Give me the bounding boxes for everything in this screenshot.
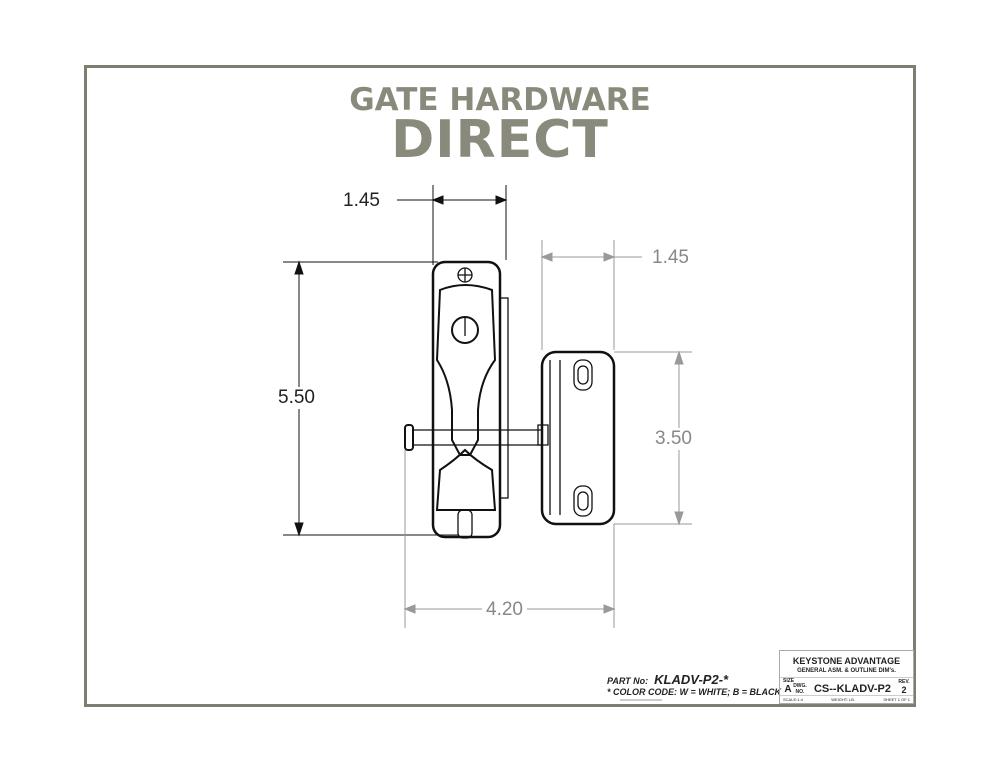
rev: 2 [901,685,907,695]
weight: WEIGHT: LB. [831,697,855,702]
dwg-number: CS--KLADV-P2 [813,683,891,695]
dim-bottom-width: 4.20 [482,599,527,621]
title-block: KEYSTONE ADVANTAGE GENERAL ASM. & OUTLIN… [779,650,914,704]
dwg-label: DWG. NO. [793,683,807,695]
logo-line1: GATE HARDWARE [349,82,651,118]
dimension-lines-black [283,185,508,537]
latch-body [404,260,616,539]
dim-top-width: 1.45 [343,190,380,211]
dimension-lines-gray [403,240,692,628]
drawing-title: GENERAL ASM. & OUTLINE DIM's. [797,668,896,674]
dim-height-right: 3.50 [655,428,692,450]
part-label: PART No: [607,676,649,686]
logo-line2: DIRECT [391,110,609,170]
dim-right-width: 1.45 [652,247,689,268]
dim-height-left: 5.50 [278,387,315,409]
sheet: SHEET 1 OF 1 [883,697,910,702]
color-code: * COLOR CODE: W = WHITE; B = BLACK [607,687,781,697]
rev-label: REV. [898,679,910,685]
size: A [784,684,792,695]
part-info: PART No: KLADV-P2-* * COLOR CODE: W = WHI… [607,672,781,697]
part-number: KLADV-P2-* [654,672,729,687]
drawing-frame [84,65,916,707]
size-label: SIZE [783,678,795,684]
company: KEYSTONE ADVANTAGE [792,656,901,666]
scale: SCALE:1:4 [783,697,803,702]
